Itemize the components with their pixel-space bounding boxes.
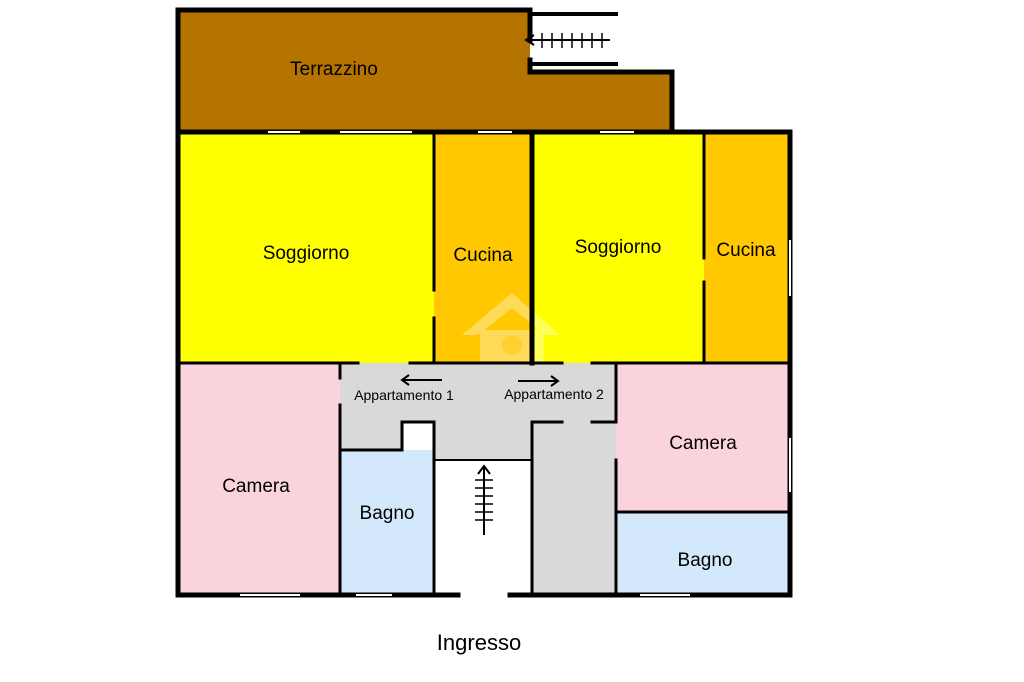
camera-1-label: Camera xyxy=(222,476,290,497)
camera-2-area xyxy=(616,363,790,512)
terrazzino-label: Terrazzino xyxy=(290,59,378,80)
entry-staircase-icon xyxy=(475,464,493,535)
top-staircase-icon xyxy=(524,12,618,66)
appartamento-1-label: Appartamento 1 xyxy=(354,387,454,403)
soggiorno-2-label: Soggiorno xyxy=(575,237,662,258)
soggiorno-1-label: Soggiorno xyxy=(263,243,350,264)
arrow-right-icon xyxy=(518,375,560,387)
arrow-left-icon xyxy=(400,374,442,386)
bagno-2-label: Bagno xyxy=(678,550,733,571)
terrace-wall xyxy=(175,7,533,135)
wall-bagno-1 xyxy=(338,420,436,597)
windows xyxy=(240,131,791,596)
bagno-1-area xyxy=(340,450,434,595)
soggiorno-1-area xyxy=(178,132,434,363)
cucina-1-area xyxy=(434,132,532,363)
terrazzino-area xyxy=(178,10,672,132)
cucina-2-area xyxy=(704,132,790,363)
cucina-2-label: Cucina xyxy=(716,240,776,261)
cucina-1-label: Cucina xyxy=(453,245,513,266)
ingresso-label: Ingresso xyxy=(437,630,521,655)
bagno-2-area xyxy=(616,512,790,595)
bagno-1-label: Bagno xyxy=(360,503,415,524)
camera-2-label: Camera xyxy=(669,433,737,454)
soggiorno-2-area xyxy=(532,132,704,363)
camera-1-area xyxy=(178,363,340,595)
appartamento-2-label: Appartamento 2 xyxy=(504,386,604,402)
